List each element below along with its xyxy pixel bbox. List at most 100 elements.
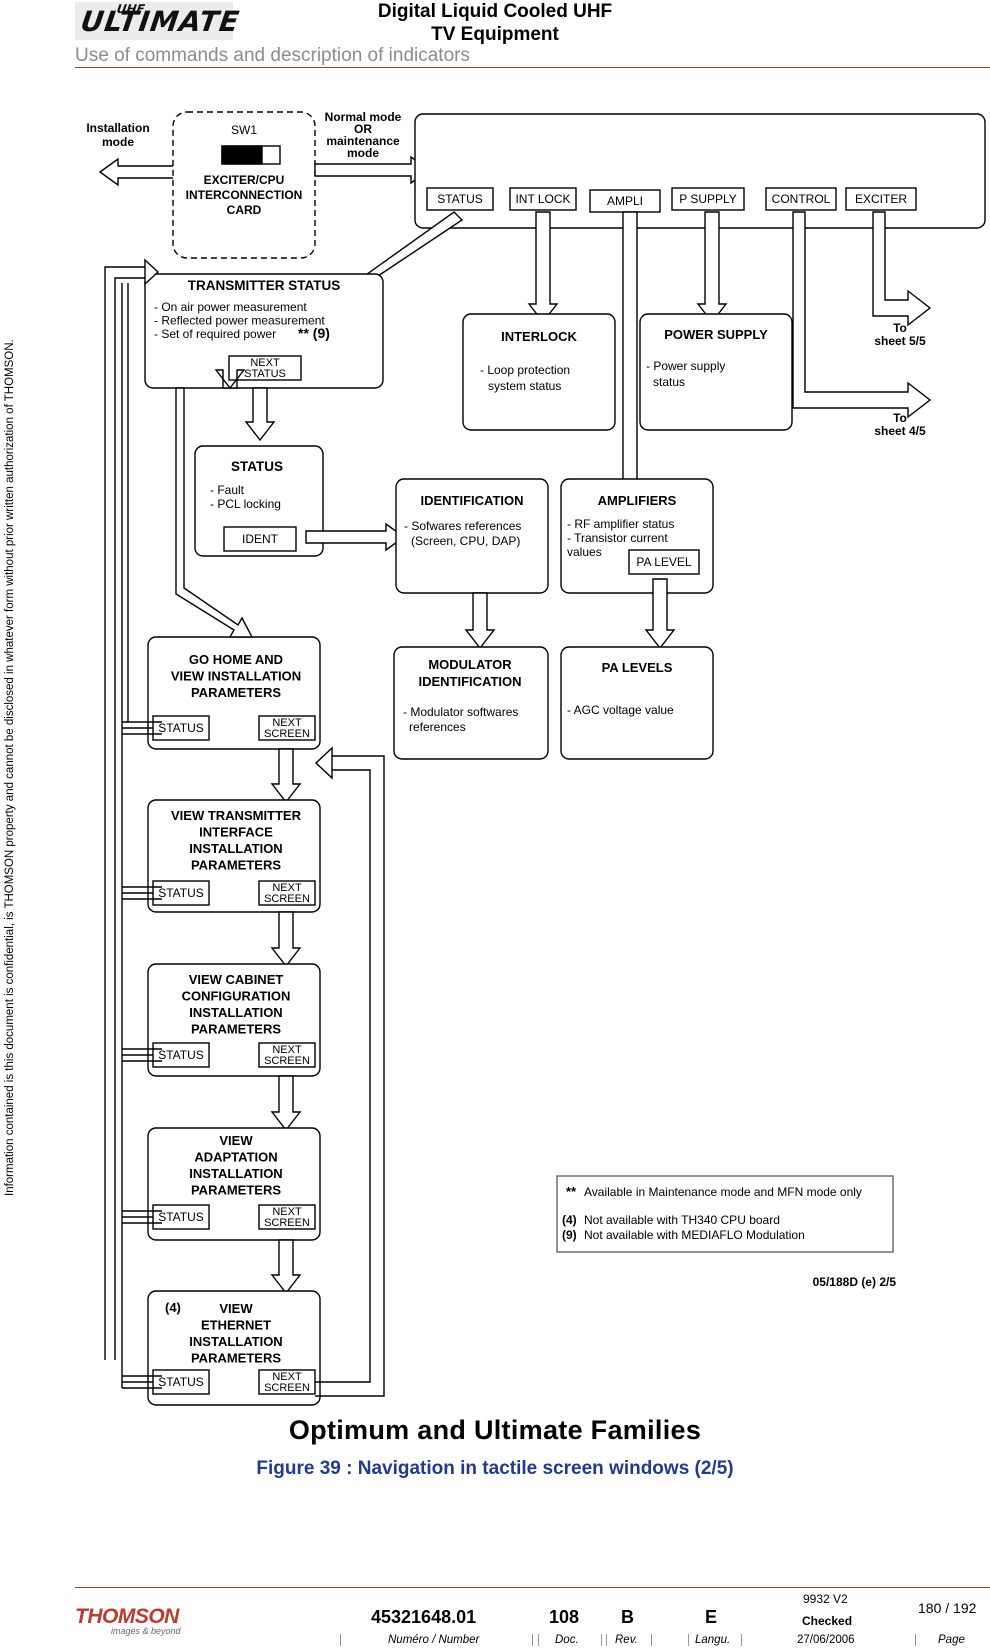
svg-text:- Loop protection: - Loop protection [480, 363, 570, 377]
modulator-box [393, 646, 549, 760]
legend-mark-1: ** [566, 1184, 577, 1199]
menu-button-status [426, 187, 494, 211]
svg-text:- Modulator softwares: - Modulator softwares [403, 705, 518, 719]
svg-text:SCREEN: SCREEN [264, 1217, 310, 1229]
view-adaptation-next-screen-button [258, 1204, 316, 1230]
view-adaptation-title: PARAMETERS [191, 1183, 281, 1198]
svg-text:INT LOCK: INT LOCK [515, 192, 570, 206]
arrow-view-tx-interface-next [270, 911, 302, 968]
pa-level-button [628, 549, 700, 575]
svg-text:STATUS: STATUS [244, 368, 286, 380]
svg-text:NEXT: NEXT [272, 717, 302, 729]
figure-family: Optimum and Ultimate Families [288, 1415, 702, 1445]
svg-text:system status: system status [488, 379, 561, 393]
svg-text:STATUS: STATUS [158, 1048, 204, 1062]
number-label: Numéro / Number [388, 1634, 480, 1646]
transmitter-status-title: TRANSMITTER STATUS [188, 278, 341, 293]
view-tx-interface-next-screen-button [258, 880, 316, 906]
legend-box [556, 1175, 894, 1253]
svg-text:status: status [653, 375, 685, 389]
svg-text:SCREEN: SCREEN [264, 1055, 310, 1067]
amplifiers-lines: - Transistor current [567, 531, 668, 545]
legend-mark-3: (9) [562, 1228, 577, 1242]
next-status-button [228, 355, 302, 381]
normal-mode-label: mode [347, 146, 379, 160]
header-rule [75, 67, 990, 68]
legend-text-3: Not available with MEDIAFLO Modulation [584, 1228, 805, 1242]
svg-text:STATUS: STATUS [158, 721, 204, 735]
view-adaptation-status-button [152, 1204, 210, 1230]
amplifiers-lines: values [567, 545, 602, 559]
arrow-intlock [527, 211, 559, 324]
menu-panel [414, 113, 986, 229]
arrow-go-home-next [270, 748, 302, 804]
sw1-label: SW1 [231, 123, 257, 137]
arrow-palevel-to-palevels [644, 578, 676, 650]
view-ethernet-title: PARAMETERS [191, 1351, 281, 1366]
arrow-psupply [696, 211, 728, 324]
svg-text:STATUS: STATUS [158, 886, 204, 900]
go-home-title: VIEW INSTALLATION [171, 669, 301, 684]
status-title: STATUS [231, 459, 283, 474]
svg-text:IDENT: IDENT [242, 532, 279, 546]
installation-mode-label: mode [102, 135, 134, 149]
arrow-view-adaptation-next [270, 1239, 302, 1295]
confidentiality-note: Information contained is this document i… [4, 339, 16, 1196]
view-cabinet-next-screen-button [258, 1042, 316, 1068]
ident-button [223, 526, 297, 552]
view-tx-interface-title: PARAMETERS [191, 858, 281, 873]
header-title: Digital Liquid Cooled UHF TV Equipment [377, 1, 613, 45]
modulator-title: IDENTIFICATION [418, 674, 521, 689]
arrow-tx-to-status [244, 387, 276, 442]
figure-caption: Figure 39 : Navigation in tactile screen… [256, 1458, 734, 1479]
thomson-logo: THOMSON images & beyond [75, 1605, 181, 1636]
svg-text:- Power supply: - Power supply [646, 359, 725, 373]
doc-code: 108 [549, 1607, 580, 1627]
svg-text:PA LEVEL: PA LEVEL [636, 555, 691, 569]
to-sheet5-label: To [893, 321, 907, 335]
page-number: 180 / 192 [918, 1600, 977, 1616]
view-tx-interface-title: VIEW TRANSMITTER [171, 808, 302, 823]
view-tx-interface-title: INTERFACE [199, 825, 273, 840]
header-subtitle: Use of commands and description of indic… [75, 45, 470, 66]
pa-levels-title: PA LEVELS [602, 660, 673, 675]
power-supply-box [639, 313, 793, 431]
arrow-control [792, 211, 932, 419]
modulator-title: MODULATOR [428, 657, 512, 672]
rev-label: Rev. [615, 1634, 638, 1646]
svg-text:P SUPPLY: P SUPPLY [679, 192, 737, 206]
transmitter-status-lines: - Set of required power [154, 327, 276, 341]
doc-lang: E [705, 1607, 718, 1627]
doc-rev: B [621, 1607, 634, 1627]
svg-text:NEXT: NEXT [272, 1044, 302, 1056]
legend-text-1: Available in Maintenance mode and MFN mo… [584, 1185, 862, 1199]
loop-arrowhead-ethernet [314, 746, 333, 780]
arrow-ident-to-identification [305, 522, 406, 552]
svg-text:NEXT: NEXT [272, 882, 302, 894]
view-cabinet-title: CONFIGURATION [182, 989, 291, 1004]
menu-button-int-lock [509, 187, 577, 211]
svg-text:EXCITER: EXCITER [855, 192, 907, 206]
menu-button-exciter [845, 187, 917, 211]
go-home-title: GO HOME AND [189, 652, 283, 667]
svg-text:references: references [409, 720, 466, 734]
sw1-card-label: INTERCONNECTION [186, 188, 303, 202]
to-sheet4-label: sheet 4/5 [874, 424, 926, 438]
view-ethernet-title: VIEW [219, 1301, 253, 1316]
view-adaptation-title: ADAPTATION [194, 1150, 277, 1165]
doc-label: Doc. [555, 1634, 579, 1646]
view-ethernet-title: ETHERNET [201, 1318, 271, 1333]
installation-mode-label: Installation [86, 121, 149, 135]
diagram-reference: 05/188D (e) 2/5 [813, 1275, 897, 1289]
legend-text-2: Not available with TH340 CPU board [584, 1213, 780, 1227]
svg-text:STATUS: STATUS [158, 1210, 204, 1224]
view-cabinet-title: INSTALLATION [189, 1005, 282, 1020]
pa-levels-box [560, 646, 714, 760]
sw1-card-label: EXCITER/CPU [204, 173, 285, 187]
status-lines: - Fault [210, 483, 245, 497]
navigation-diagram: InstallationmodeSW1EXCITER/CPUINTERCONNE… [86, 110, 986, 1406]
interlock-box [462, 313, 616, 431]
power-supply-title: POWER SUPPLY [664, 327, 768, 342]
view-ethernet-title: INSTALLATION [189, 1334, 282, 1349]
